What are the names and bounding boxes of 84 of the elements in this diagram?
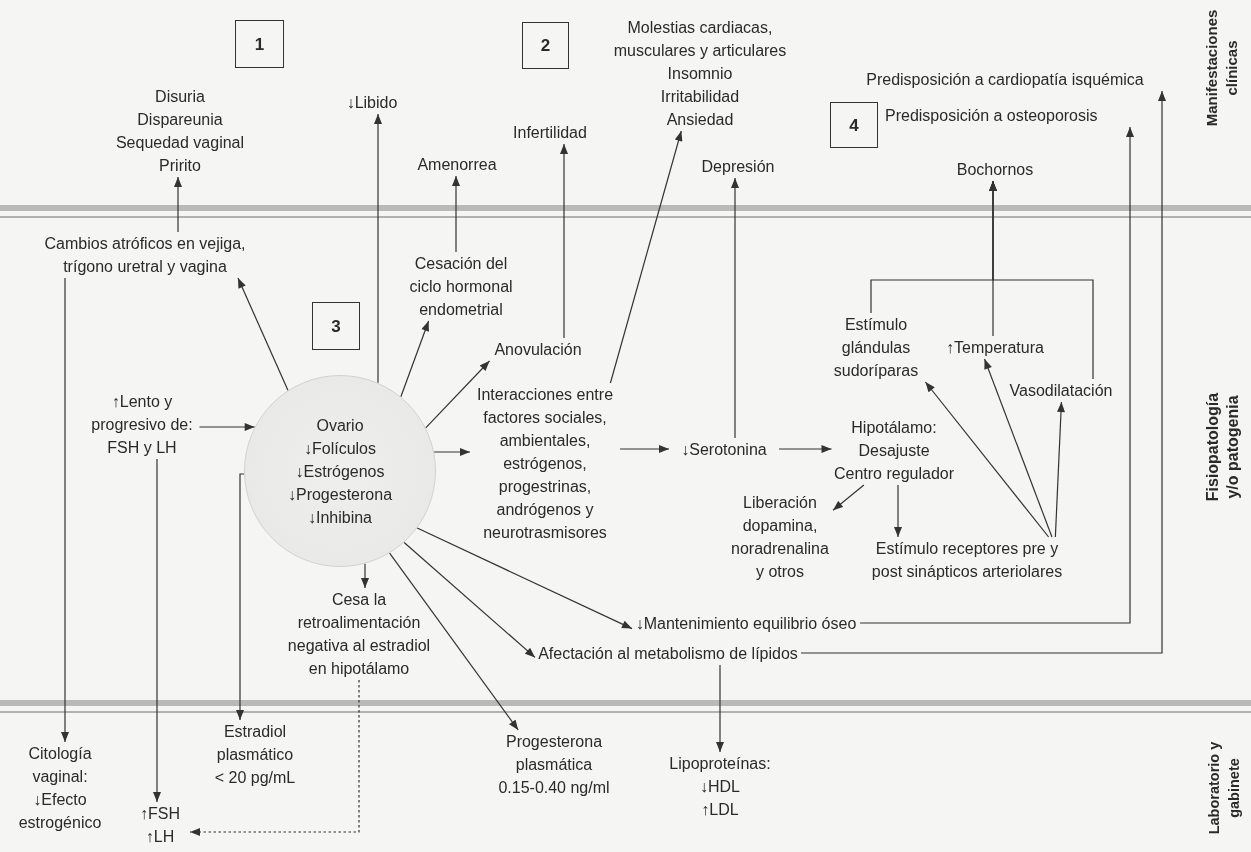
arrow xyxy=(416,527,633,630)
node-label: Vasodilatación xyxy=(998,379,1124,402)
arrow xyxy=(61,277,69,743)
section-label: Laboratorio y gabinete xyxy=(1205,741,1243,835)
arrow xyxy=(389,552,519,731)
arrow xyxy=(560,143,568,339)
arrow xyxy=(609,130,683,384)
node-label: ↑LH xyxy=(144,827,176,847)
node-label: ↓Estrógenos xyxy=(295,461,385,482)
arrow xyxy=(894,484,902,538)
node-label: ↓HDL xyxy=(699,777,741,797)
node-label: ↓Serotonina xyxy=(669,438,779,461)
arrow xyxy=(832,484,865,511)
node-label: Estradiol plasmático xyxy=(215,722,295,765)
arrow xyxy=(425,360,491,429)
node-label: Predisposición a cardiopatía isquémica xyxy=(840,68,1170,91)
node-label: ↓Progesterona xyxy=(287,484,393,505)
node-label: Ansiedad xyxy=(665,110,735,130)
node-label: 0.15-0.40 ng/ml xyxy=(497,778,611,798)
node-label: Molestias cardiacas, musculares y articulares xyxy=(612,18,788,61)
arrow xyxy=(198,423,256,431)
node-label: Estímulo receptores pre y post sinápticos arteriolares xyxy=(867,537,1067,583)
arrow xyxy=(400,320,430,398)
node-label: Amenorrea xyxy=(402,153,512,176)
node-label: Insomnio xyxy=(666,64,734,84)
node-label: Bochornos xyxy=(940,158,1050,181)
node-label: Disuria xyxy=(154,87,206,107)
arrow xyxy=(1054,401,1065,538)
node-label: Lipoproteínas: xyxy=(668,754,772,774)
node-label: Citología vaginal: ↓Efecto estrogénico xyxy=(10,742,110,834)
callout-number: 2 xyxy=(522,22,569,69)
arrow xyxy=(236,473,245,721)
node-label: ↑FSH xyxy=(139,804,181,824)
node-label: Cesa la retroalimentación negativa al estradiol en hipotálamo xyxy=(279,588,439,680)
arrow xyxy=(153,458,161,803)
node-label: Sequedad vaginal xyxy=(114,133,246,153)
arrow xyxy=(403,541,536,658)
dashed-arrow xyxy=(189,679,360,836)
node-label: Predisposición a osteoporosis xyxy=(885,104,1145,127)
arrow xyxy=(859,126,1134,624)
node-label: Estímulo glándulas sudoríparas xyxy=(826,313,926,382)
arrow xyxy=(174,176,182,233)
node-label: ↑LDL xyxy=(700,800,740,820)
arrow xyxy=(924,381,1050,538)
callout-number: 3 xyxy=(312,302,360,350)
arrow xyxy=(731,177,739,439)
node-label: ↓Inhibina xyxy=(307,507,372,528)
node-label: Dispareunia xyxy=(136,110,224,130)
node-label: Progesterona plasmática xyxy=(504,732,604,775)
node-label: Irritabilidad xyxy=(659,87,741,107)
node-label: Cesación del ciclo hormonal endometrial xyxy=(402,252,520,321)
node-label: ↓Mantenimiento equilibrio óseo xyxy=(632,612,860,635)
arrow xyxy=(716,664,724,753)
node-label: Hipotálamo: xyxy=(850,418,938,438)
node-label: Infertilidad xyxy=(505,121,595,144)
node-label: Pririto xyxy=(158,156,202,176)
node-label: ↓Libido xyxy=(332,91,412,114)
node-label: ↓Folículos xyxy=(304,438,376,459)
arrow xyxy=(433,448,471,456)
node-label: Afectación al metabolismo de lípidos xyxy=(535,642,801,665)
arrow xyxy=(452,175,460,253)
node-label: Cambios atróficos en vejiga, trígono uretral y vagina xyxy=(32,232,258,278)
node-label: ↑Lento y progresivo de: FSH y LH xyxy=(84,390,200,459)
node-label: Anovulación xyxy=(478,338,598,361)
arrow xyxy=(800,90,1166,654)
node-label: < 20 pg/mL xyxy=(213,768,297,788)
arrow xyxy=(237,277,289,391)
callout-number: 4 xyxy=(830,102,878,148)
callout-number: 1 xyxy=(235,20,284,68)
node-label: ↑Temperatura xyxy=(935,336,1055,359)
arrow xyxy=(989,180,1094,380)
node-label: Depresión xyxy=(683,155,793,178)
arrow xyxy=(983,358,1053,538)
arrow xyxy=(778,445,833,453)
node-label: Centro regulador xyxy=(832,464,956,484)
section-label: Manifestaciones clínicas xyxy=(1202,8,1241,129)
section-label: Fisiopatología y/o patogenia xyxy=(1202,391,1242,504)
arrow xyxy=(374,113,382,384)
node-label: Desajuste xyxy=(857,441,931,461)
node-label: Ovario xyxy=(316,415,364,436)
node-label: Liberación dopamina, noradrenalina y otros xyxy=(727,491,833,583)
node-label: Interacciones entre factores sociales, ambientales, estrógenos, progestrinas, andrógenos y neurotrasmisores xyxy=(470,383,620,544)
arrow xyxy=(361,563,369,589)
arrow xyxy=(619,445,670,453)
